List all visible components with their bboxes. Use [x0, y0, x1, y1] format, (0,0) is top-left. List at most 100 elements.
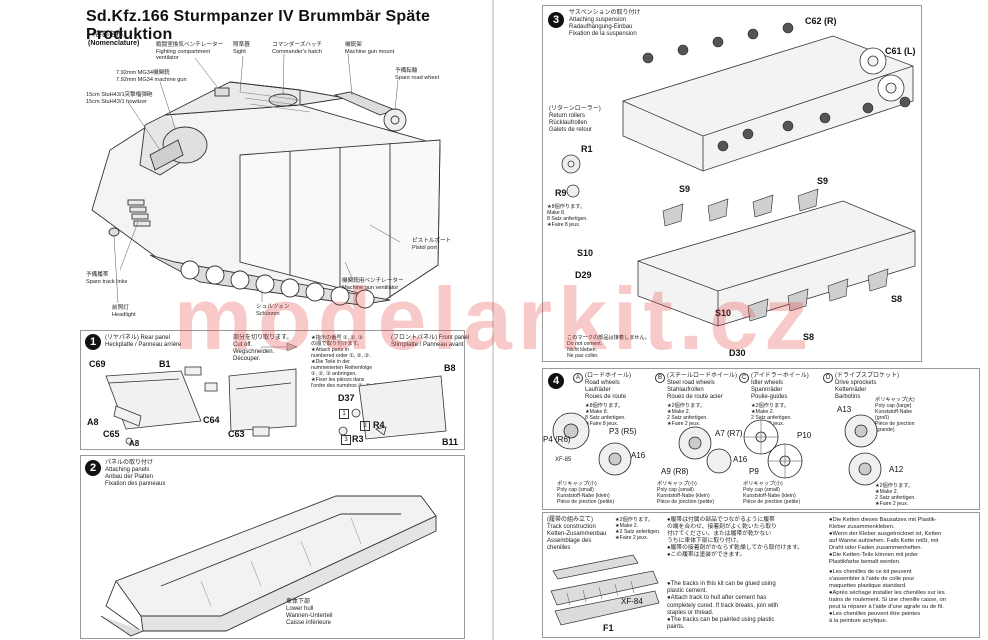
part-label: R9	[555, 188, 567, 198]
part-label: B1	[159, 359, 171, 369]
left-page: Sd.Kfz.166 Sturmpanzer IV Brummbär Späte…	[80, 8, 469, 639]
track-notes-fr: ●Les chenilles de ce kit peuvent s'assem…	[829, 569, 946, 624]
sub-d-letter: D	[823, 373, 833, 383]
step-2-lower-hull-drawing	[100, 495, 437, 637]
step-1-number: 1	[85, 334, 101, 350]
steel-road-wheels-make-text: ★2個作ります。 ★Make 2. 2 Satz anfertigen. ★Fa…	[667, 403, 708, 427]
drive-sprockets-text: (ドライブスプロケット) Drive sprockets Kettenräder…	[835, 373, 899, 400]
track-notes-en: ●The tracks in this kit can be glued usi…	[667, 581, 779, 631]
part-label: A7 (R7)	[715, 429, 743, 438]
step-1-panel: 1 (リヤパネル) Rear panel Heckplatte / Pannea…	[80, 330, 469, 450]
callout-mg34: 7.92mm MG34機関銃 7.92mm MG34 machine gun	[116, 70, 187, 83]
step-2-text: パネルの取り付け Attaching panels Anbau der Plat…	[105, 460, 166, 487]
nomenclature-heading: 〈各部名称〉 (Nomenclature)	[88, 30, 139, 48]
callout-howitzer: 15cm StuH43/1突撃榴弾砲 15cm StuH43/1 howitze…	[86, 92, 153, 105]
part-label: R4	[373, 420, 385, 430]
part-label: C62 (R)	[805, 16, 837, 26]
paint-code: XF-85	[555, 457, 572, 463]
callout-mg-ventilator: 機関銃用ベンチレーター Machine gun ventilator	[342, 278, 404, 291]
return-rollers-text: (リターンローラー) Return rollers Rücklaufrollen…	[549, 106, 601, 133]
part-label: XF-84	[621, 597, 643, 606]
sub-b-letter: B	[655, 373, 665, 383]
drive-sprockets-make-text: ★2個作ります。 ★Make 2. 2 Satz anfertigen. ★Fa…	[875, 483, 916, 507]
part-label: F1	[603, 623, 614, 633]
step-2-panel: 2 パネルの取り付け Attaching panels Anbau der Pl…	[80, 455, 465, 639]
part-label: A16	[733, 455, 748, 464]
order-mark: 3	[341, 435, 351, 445]
part-label: S8	[803, 332, 815, 342]
part-label: C65	[103, 429, 120, 439]
part-label: R3	[352, 434, 364, 444]
callout-commanders-hatch: コマンダーズハッチ Commander's hatch	[272, 42, 323, 55]
part-label: C69	[89, 359, 106, 369]
order-mark: 1	[339, 409, 349, 419]
step-2-lower-hull-label: 車体下部 Lower hull Wannen-Unterteil Caisse …	[286, 599, 333, 626]
road-wheels-text: (ロードホイール) Road wheels Laufräder Roues de…	[585, 373, 631, 400]
part-label: S8	[891, 294, 903, 304]
step-4-wheels-drawing	[552, 412, 882, 486]
part-label: P3 (R5)	[609, 427, 637, 436]
nomenclature-en: (Nomenclature)	[88, 40, 140, 47]
callout-spare-track-links: 予備履帯 Spare track links	[86, 272, 128, 285]
callout-mg-mount: 機銃架 Machine gun mount	[345, 42, 395, 55]
part-label: D30	[729, 348, 746, 358]
track-notes-jp: ●履帯は付属の部品でつながるように履帯 の端を合わせ、接着剤がよく乾いたら取り …	[667, 517, 803, 558]
part-label: A8	[87, 417, 99, 427]
page-title: Sd.Kfz.166 Sturmpanzer IV Brummbär Späte…	[86, 8, 431, 43]
part-label: S10	[577, 248, 594, 258]
step-2-number: 2	[85, 460, 101, 476]
part-label: B8	[444, 363, 456, 373]
part-label: P4 (R6)	[543, 435, 571, 444]
part-label: D29	[575, 270, 592, 280]
step-3-text: サスペンションの取り付け Attaching suspension Radauf…	[569, 10, 641, 37]
step-1-front-panel-text: (フロントパネル) Front panel Stirnplatte / Pann…	[391, 335, 470, 348]
part-label: B11	[442, 437, 459, 447]
part-label: S9	[817, 176, 829, 186]
poly-cap-small-text-b: ポリキャップ(小) Poly cap (small) Kunststoff-Na…	[657, 481, 715, 505]
nomenclature-jp: 〈各部名称〉	[88, 31, 130, 38]
track-make2: ★2個作ります。 ★Make 2. ★2 Satz anfertigen. ★F…	[615, 517, 661, 541]
callout-spare-road-wheel: 予備転輪 Spare road wheel	[395, 68, 439, 81]
poly-cap-small-text-c: ポリキャップ(小) Poly cap (small) Kunststoff-Na…	[743, 481, 801, 505]
step-3-panel: 3 サスペンションの取り付け Attaching suspension Rada…	[542, 5, 922, 362]
page-gutter	[492, 0, 494, 640]
callout-pistol-port: ピストルポート Pistol port	[412, 238, 452, 251]
part-label: A12	[889, 465, 904, 474]
sub-c-letter: C	[739, 373, 749, 383]
callout-ventilator: 戦闘室換気ベンチレーター Fighting compartment ventil…	[156, 42, 224, 62]
order-mark: 2	[360, 421, 370, 431]
part-label: A9 (R8)	[661, 467, 689, 476]
right-page: 3 サスペンションの取り付け Attaching suspension Rada…	[494, 0, 988, 640]
step-4-panel: 4 A (ロードホイール) Road wheels Laufräder Roue…	[542, 368, 980, 510]
poly-cap-large-text: ポリキャップ(大) Poly cap (large) Kunststoff-Na…	[875, 397, 915, 433]
part-label: A8	[129, 439, 140, 448]
track-drawing	[550, 554, 660, 626]
road-wheels-make-text: ★8個作ります。 ★Make 8. 8 Satz anfertigen. ★Fa…	[585, 403, 626, 427]
idler-wheels-text: (アイドラーホイール) Idler wheels Spannräder Poul…	[751, 373, 809, 400]
part-label: A13	[837, 405, 852, 414]
step-1-cut-off-text: 部分を切り取ります。 Cut off. Wegschneiden. Découp…	[233, 335, 293, 362]
part-label: S10	[715, 308, 732, 318]
callout-headlight: 前照灯 Headlight	[112, 305, 136, 318]
part-label: A16	[631, 451, 646, 460]
part-label: P9	[749, 467, 759, 476]
step-3-number: 3	[548, 12, 564, 28]
step-1-rear-panel-text: (リヤパネル) Rear panel Heckplatte / Panneau …	[105, 335, 182, 348]
part-label: P10	[797, 431, 812, 440]
part-label: C64	[203, 415, 220, 425]
track-notes-de: ●Die Ketten dieses Bausatzes mit Plastik…	[829, 517, 942, 565]
part-label: D37	[338, 393, 355, 403]
callout-schurzen: シュルツェン Schürzen	[256, 304, 290, 317]
tank-nomenclature-drawing	[91, 53, 441, 309]
part-label: S9	[679, 184, 691, 194]
part-label: R1	[581, 144, 593, 154]
part-label: C63	[228, 429, 245, 439]
sub-a-letter: A	[573, 373, 583, 383]
step-3-make8-text: ★8個作ります。 Make 8. 8 Satz anfertigen. ★Fai…	[547, 204, 588, 228]
track-panel: (履帯の組み立て) Track construction Ketten-Zusa…	[542, 512, 980, 638]
callout-sight: 照準器 Sight	[233, 42, 250, 55]
track-title: (履帯の組み立て) Track construction Ketten-Zusa…	[547, 517, 607, 551]
poly-cap-small-text: ポリキャップ(小) Poly cap (small) Kunststoff-Na…	[557, 481, 615, 505]
no-cement-text: このマークの部品は接着しません。 Do not cement. Nicht kl…	[567, 335, 650, 359]
step-4-number: 4	[548, 373, 564, 389]
